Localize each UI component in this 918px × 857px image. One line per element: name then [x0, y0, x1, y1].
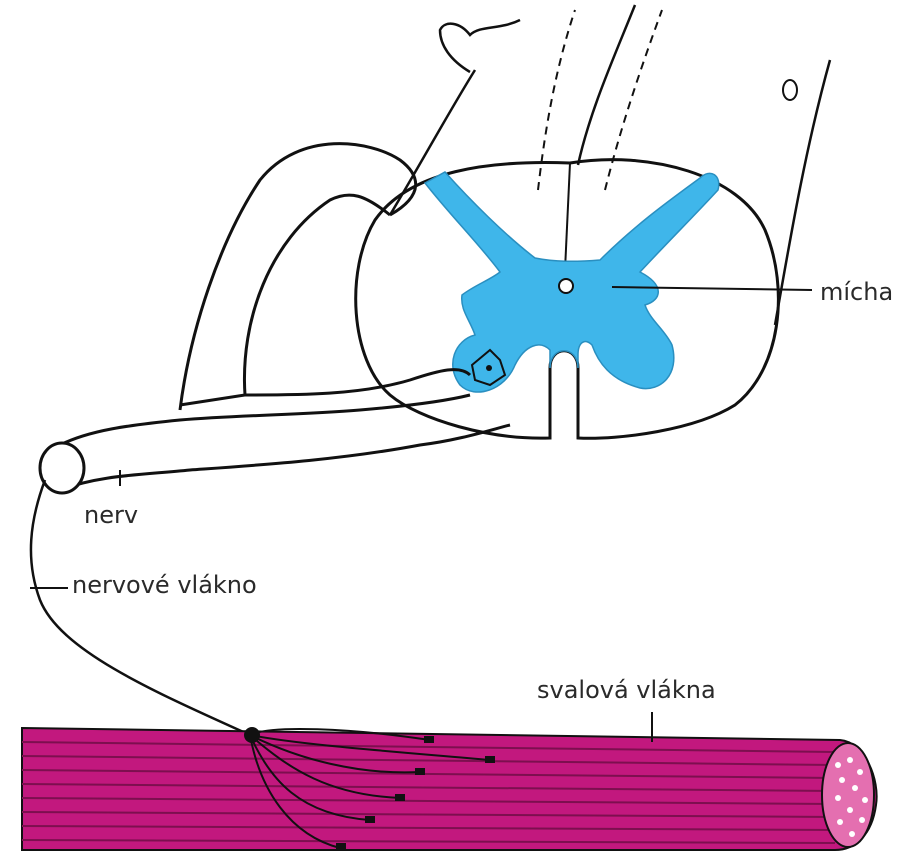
- fiber-end-dot: [837, 819, 843, 825]
- nerve-label: nerv: [84, 503, 138, 527]
- fiber-end-dot: [835, 795, 841, 801]
- dorsal-root-top-curl: [440, 20, 520, 72]
- nerve-cross-section: [40, 443, 84, 493]
- fiber-end-dot: [859, 817, 865, 823]
- fiber-end-dot: [849, 831, 855, 837]
- central-canal: [559, 279, 573, 293]
- nerve-fiber-label: nervové vlákno: [72, 573, 257, 597]
- fiber-end-dot: [852, 785, 858, 791]
- end-plate: [336, 843, 346, 850]
- fiber-end-dot: [835, 762, 841, 768]
- muscle-fibers-label: svalová vlákna: [537, 678, 716, 702]
- end-plate: [244, 727, 260, 743]
- end-plate: [415, 768, 425, 775]
- fiber-end-dot: [857, 769, 863, 775]
- fiber-end-dot: [847, 807, 853, 813]
- nerve-fiber-line: [31, 480, 250, 735]
- central-tract-line: [578, 5, 635, 165]
- end-plate: [424, 736, 434, 743]
- motor-neuron-nucleus: [486, 365, 492, 371]
- fiber-end-dot: [847, 757, 853, 763]
- fiber-end-dot: [839, 777, 845, 783]
- spinal-cord-label: mícha: [820, 280, 893, 304]
- end-plate: [365, 816, 375, 823]
- end-plate: [395, 794, 405, 801]
- end-plate: [485, 756, 495, 763]
- fiber-end-dot: [862, 797, 868, 803]
- muscle-bundle: [22, 728, 877, 850]
- small-oval-marker: [783, 80, 797, 100]
